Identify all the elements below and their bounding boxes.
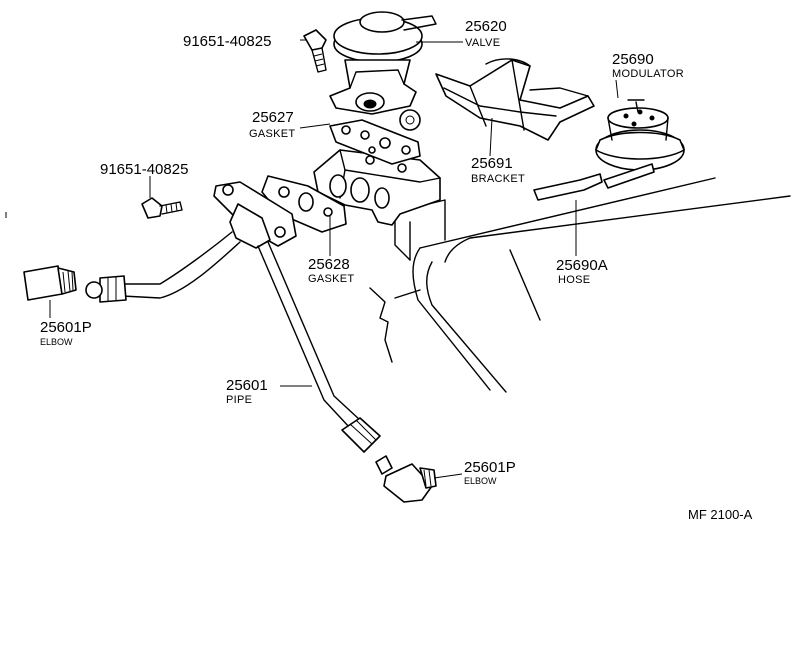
label-gasket-upper-name: GASKET	[249, 128, 295, 140]
label-pipe: 25601 PIPE	[226, 377, 268, 406]
label-hose-name: HOSE	[558, 274, 590, 286]
gasket-upper	[329, 119, 421, 165]
label-gasket-lower: 25628 GASKET	[308, 256, 354, 285]
label-bolt-left-number: 91651-40825	[100, 161, 188, 178]
elbow-left	[23, 265, 77, 301]
label-pipe-number: 25601	[226, 377, 268, 394]
label-gasket-lower-number: 25628	[308, 256, 350, 273]
label-bolt-left: 91651-40825	[100, 161, 188, 178]
elbow-right	[375, 455, 437, 503]
label-hose: 25690A HOSE	[556, 257, 608, 286]
label-bracket-name: BRACKET	[471, 173, 525, 185]
label-valve-number: 25620	[465, 18, 507, 35]
gasket-lower	[261, 175, 347, 233]
label-elbow-right-name: ELBOW	[464, 476, 497, 486]
modulator	[595, 99, 685, 171]
label-elbow-right-number: 25601P	[464, 459, 516, 476]
label-valve: 25620 VALVE	[465, 18, 507, 49]
label-gasket-upper-number: 25627	[252, 109, 294, 126]
label-valve-name: VALVE	[465, 37, 500, 49]
engine-body-outline	[369, 177, 791, 393]
reference-code: MF 2100-A	[688, 507, 753, 522]
leader-lines	[49, 39, 619, 479]
label-bracket-number: 25691	[471, 155, 513, 172]
egr-valve	[329, 11, 437, 131]
pipe	[85, 181, 381, 453]
label-bolt-top-number: 91651-40825	[183, 33, 271, 50]
label-elbow-left-number: 25601P	[40, 319, 92, 336]
bolt-left	[141, 197, 183, 219]
label-modulator-name: MODULATOR	[612, 68, 684, 80]
label-modulator: 25690 MODULATOR	[612, 51, 684, 80]
label-elbow-left: 25601P ELBOW	[40, 319, 92, 347]
hose	[533, 163, 655, 201]
egr-manifold-block	[313, 149, 441, 226]
label-gasket-lower-name: GASKET	[308, 273, 354, 285]
label-elbow-left-name: ELBOW	[40, 337, 73, 347]
label-bolt-top: 91651-40825	[183, 33, 271, 50]
label-modulator-number: 25690	[612, 51, 654, 68]
bolt-top	[303, 29, 327, 73]
label-pipe-name: PIPE	[226, 394, 252, 406]
bracket	[435, 58, 595, 141]
label-elbow-right: 25601P ELBOW	[464, 459, 516, 486]
label-gasket-upper: 25627 GASKET	[249, 109, 295, 140]
label-bracket: 25691 BRACKET	[471, 155, 525, 185]
label-hose-number: 25690A	[556, 257, 608, 274]
